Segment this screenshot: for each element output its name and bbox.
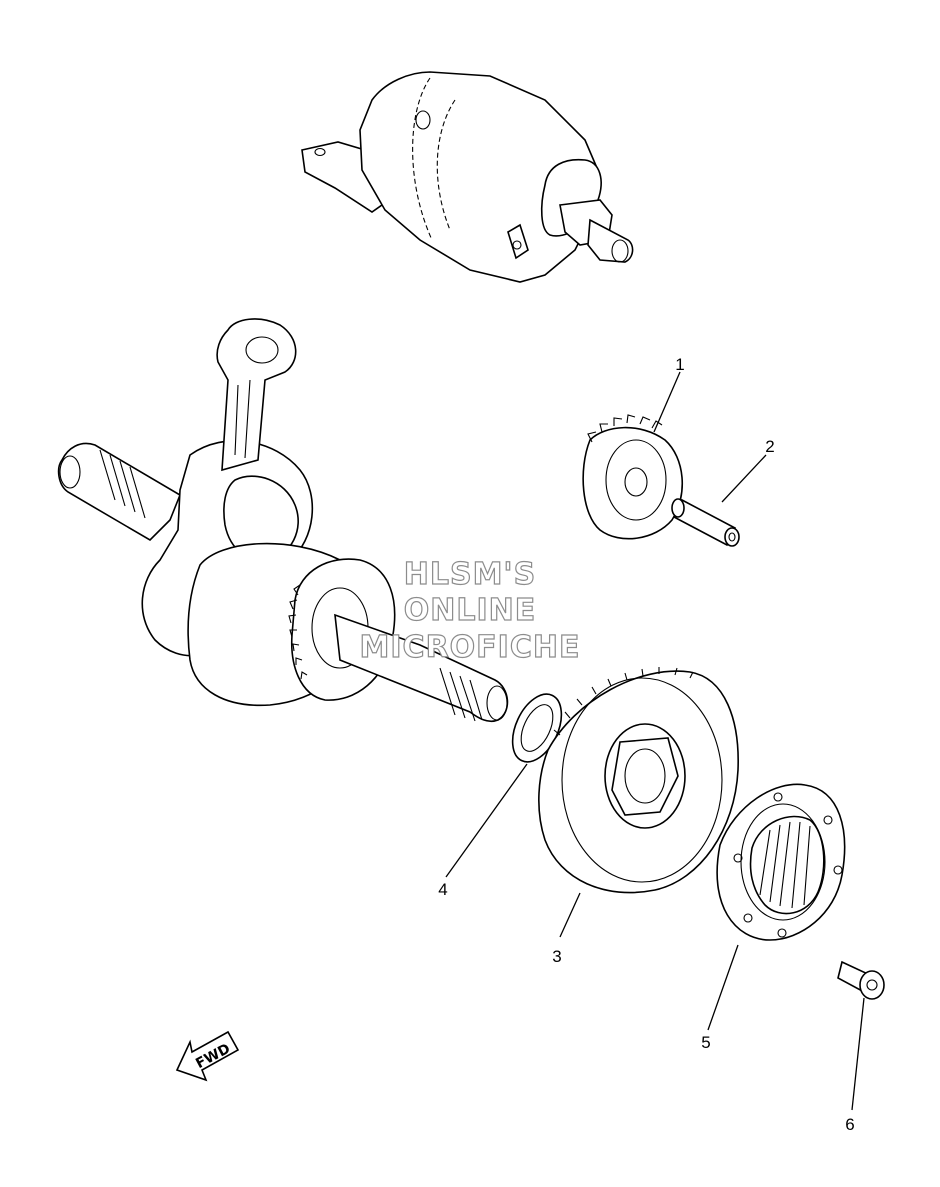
watermark: HLSM'S ONLINE MICROFICHE bbox=[359, 556, 581, 665]
callout-5: 5 bbox=[701, 1033, 710, 1052]
part-5-one-way-clutch bbox=[716, 783, 846, 941]
part-1-idle-gear bbox=[582, 414, 684, 540]
callout-4: 4 bbox=[438, 880, 447, 899]
callout-2: 2 bbox=[765, 437, 774, 456]
part-6-bolt bbox=[837, 960, 885, 1000]
callout-1: 1 bbox=[675, 355, 684, 374]
watermark-line-3: MICROFICHE bbox=[360, 630, 581, 665]
leader-lines bbox=[445, 371, 865, 1111]
starter-motor bbox=[301, 71, 634, 283]
part-2-shaft bbox=[671, 498, 740, 547]
callout-6: 6 bbox=[845, 1115, 854, 1134]
callout-labels: 1 2 3 4 5 6 bbox=[438, 355, 854, 1134]
fwd-arrow: FWD bbox=[175, 1030, 240, 1082]
crankshaft bbox=[57, 318, 509, 723]
part-3-wheel-gear bbox=[538, 667, 739, 894]
callout-3: 3 bbox=[552, 947, 561, 966]
part-4-washer bbox=[511, 693, 563, 763]
watermark-line-2: ONLINE bbox=[404, 593, 537, 628]
watermark-line-1: HLSM'S bbox=[404, 557, 536, 592]
